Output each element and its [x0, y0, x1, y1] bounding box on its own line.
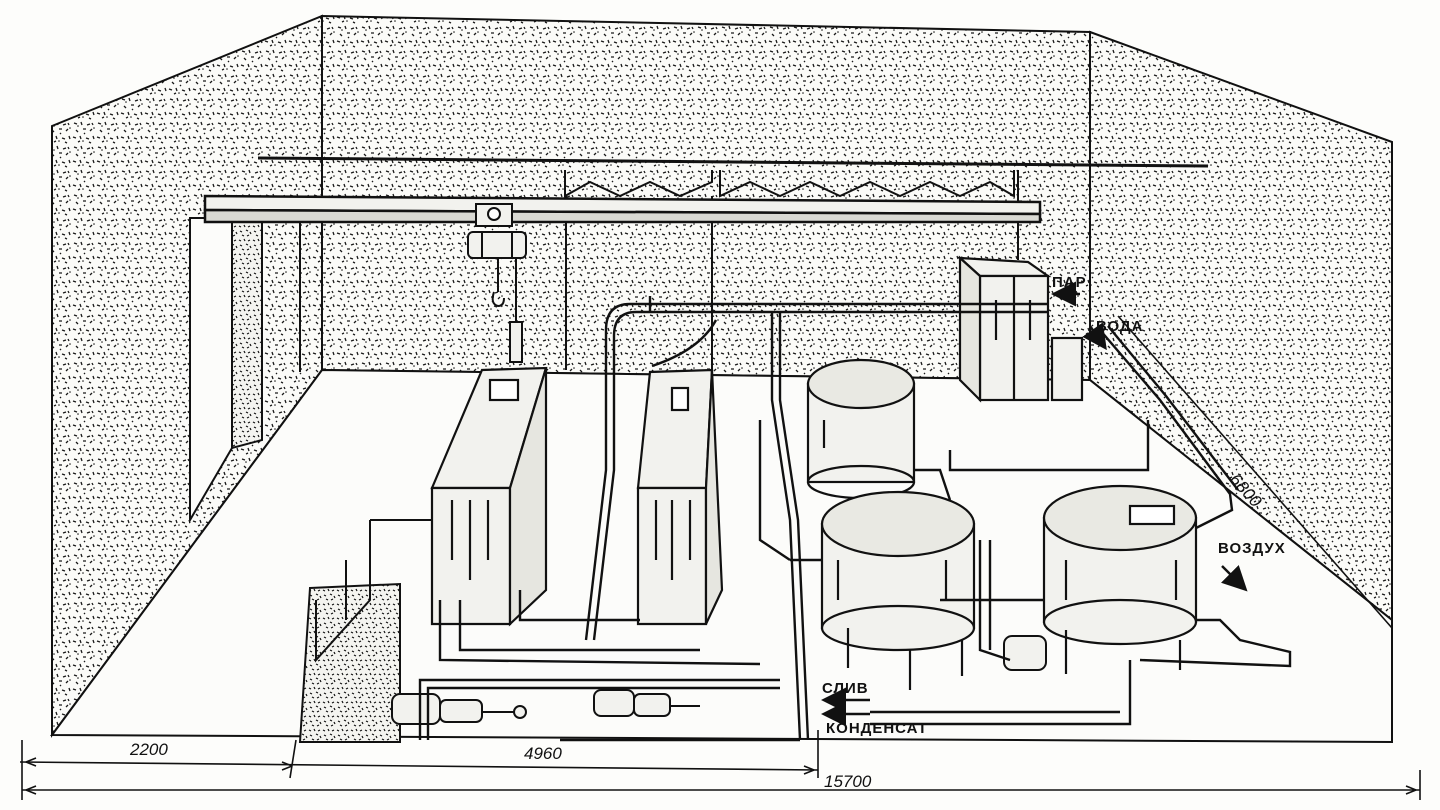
dimension-2200: 2200	[130, 740, 168, 759]
vessel-1	[806, 358, 916, 500]
vessel-2	[820, 490, 976, 690]
bath-tank-1	[430, 366, 548, 627]
control-cabinet	[956, 255, 1084, 403]
air-label: ВОЗДУХ	[1218, 540, 1286, 557]
window-1	[564, 170, 713, 198]
pump-3	[1003, 635, 1047, 671]
water-arrow	[1082, 322, 1107, 351]
water-label: ВОДА	[1096, 318, 1144, 335]
dimension-lines	[19, 315, 1421, 800]
dimension-15700: 15700	[824, 772, 872, 791]
pump-2	[593, 689, 700, 717]
steam-label: ПАР	[1052, 274, 1087, 291]
piping	[418, 296, 1292, 742]
crane-rail	[203, 194, 1042, 224]
bath-tank-2	[636, 368, 724, 626]
drain-label: СЛИВ	[822, 680, 869, 697]
vessel-3	[1042, 484, 1198, 674]
condensate-label: КОНДЕНСАТ	[826, 720, 928, 737]
dimension-4960: 4960	[524, 744, 562, 763]
hoist	[467, 203, 527, 363]
flow-arrows	[821, 281, 1248, 727]
window-2	[719, 170, 1015, 198]
air-arrow	[1221, 565, 1248, 592]
pit	[298, 519, 440, 743]
